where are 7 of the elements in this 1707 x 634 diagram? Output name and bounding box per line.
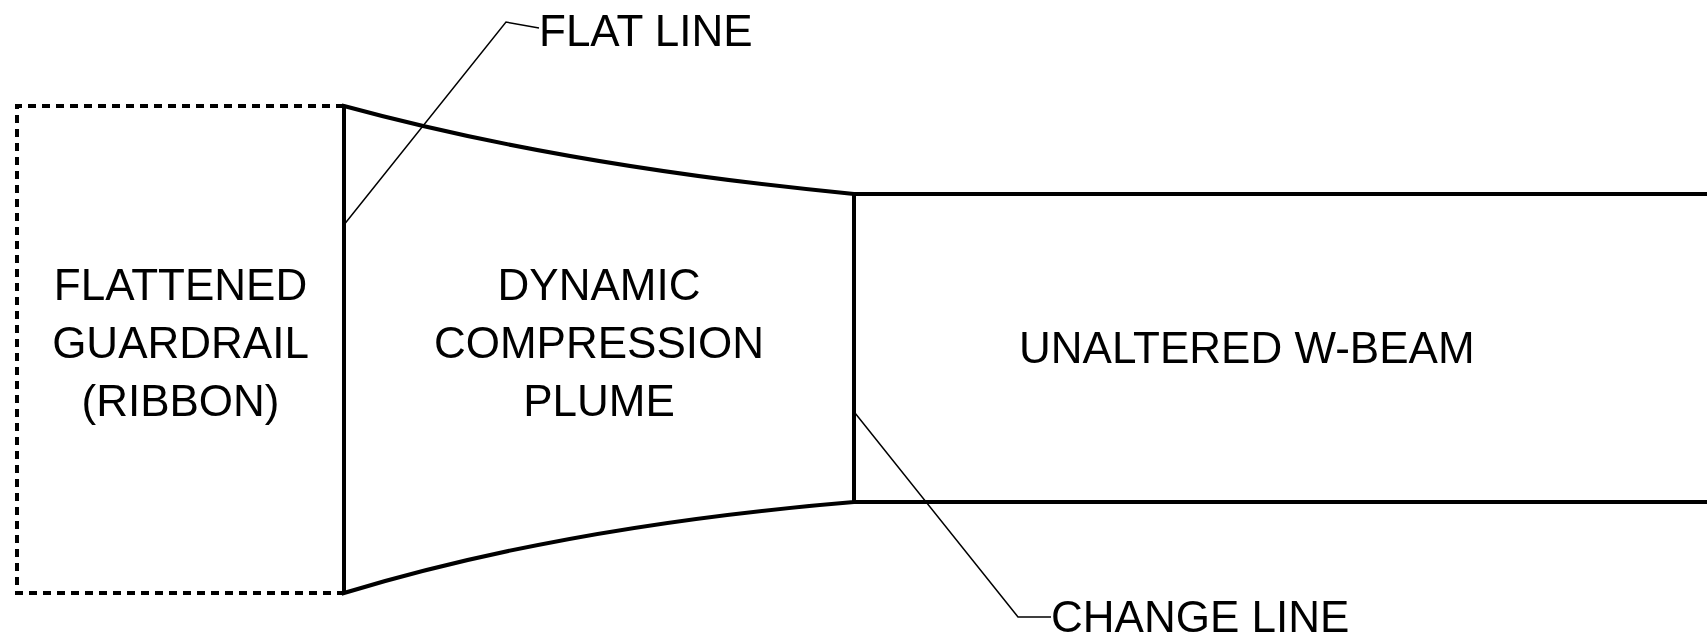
callout-label: FLAT LINE [539, 5, 753, 57]
region-label: FLATTENED GUARDRAIL (RIBBON) [51, 259, 310, 427]
leader-line [343, 21, 540, 226]
callout-label: CHANGE LINE [1051, 591, 1350, 634]
leader-line [853, 411, 1052, 618]
region-label: UNALTERED W-BEAM [1019, 322, 1475, 374]
region-label: DYNAMIC COMPRESSION PLUME [432, 259, 765, 427]
